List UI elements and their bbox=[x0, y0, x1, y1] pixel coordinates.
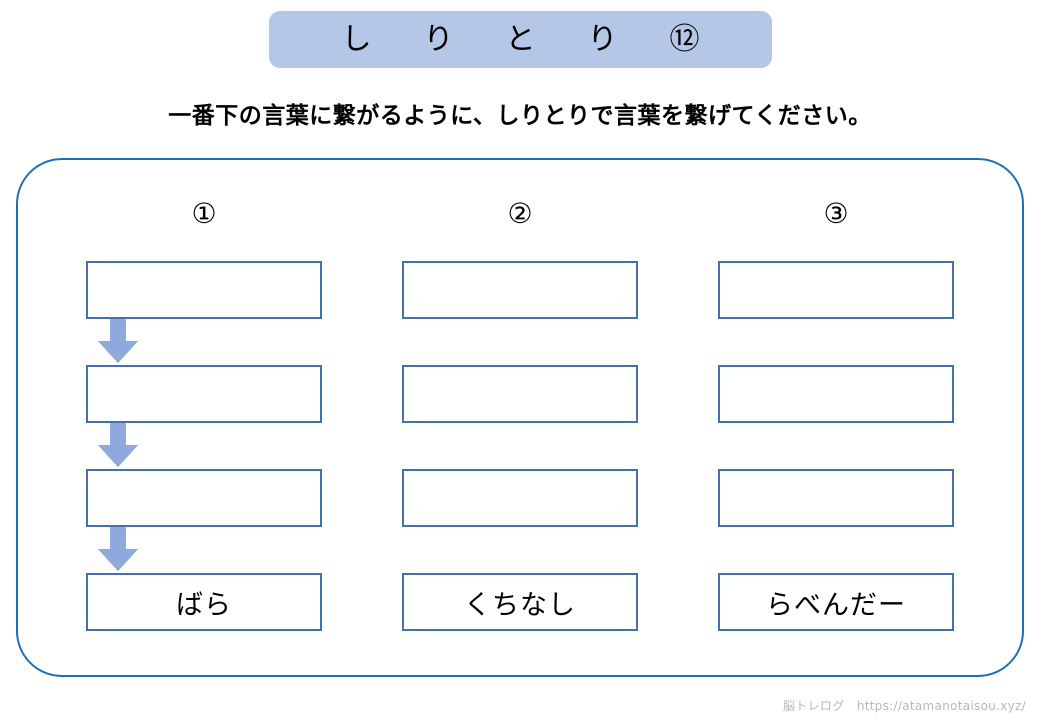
word-box-c3-r3[interactable] bbox=[718, 469, 954, 527]
column-header-3: ③ bbox=[823, 197, 849, 230]
word-box-c1-r2[interactable] bbox=[86, 365, 322, 423]
down-arrow-c3-1 bbox=[96, 319, 140, 364]
word-box-c1-r3[interactable] bbox=[86, 469, 322, 527]
word-box-c3-r1[interactable] bbox=[718, 261, 954, 319]
word-box-c2-r1[interactable] bbox=[402, 261, 638, 319]
down-arrow-c3-3 bbox=[96, 527, 140, 572]
word-box-c3-r2[interactable] bbox=[718, 365, 954, 423]
word-box-c2-r2[interactable] bbox=[402, 365, 638, 423]
title-banner: し り と り ⑫ bbox=[269, 11, 772, 68]
answer-box-c3: らべんだー bbox=[718, 573, 954, 631]
word-box-c2-r3[interactable] bbox=[402, 469, 638, 527]
footer-credit: 脳トレログ https://atamanotaisou.xyz/ bbox=[783, 699, 1026, 713]
instruction-text: 一番下の言葉に繋がるように、しりとりで言葉を繋げてください。 bbox=[168, 103, 872, 129]
page-title: し り と り ⑫ bbox=[341, 21, 711, 57]
column-header-1: ① bbox=[191, 197, 217, 230]
answer-box-c2: くちなし bbox=[402, 573, 638, 631]
answer-box-c1: ばら bbox=[86, 573, 322, 631]
column-header-2: ② bbox=[507, 197, 533, 230]
word-box-c1-r1[interactable] bbox=[86, 261, 322, 319]
down-arrow-c3-2 bbox=[96, 423, 140, 468]
